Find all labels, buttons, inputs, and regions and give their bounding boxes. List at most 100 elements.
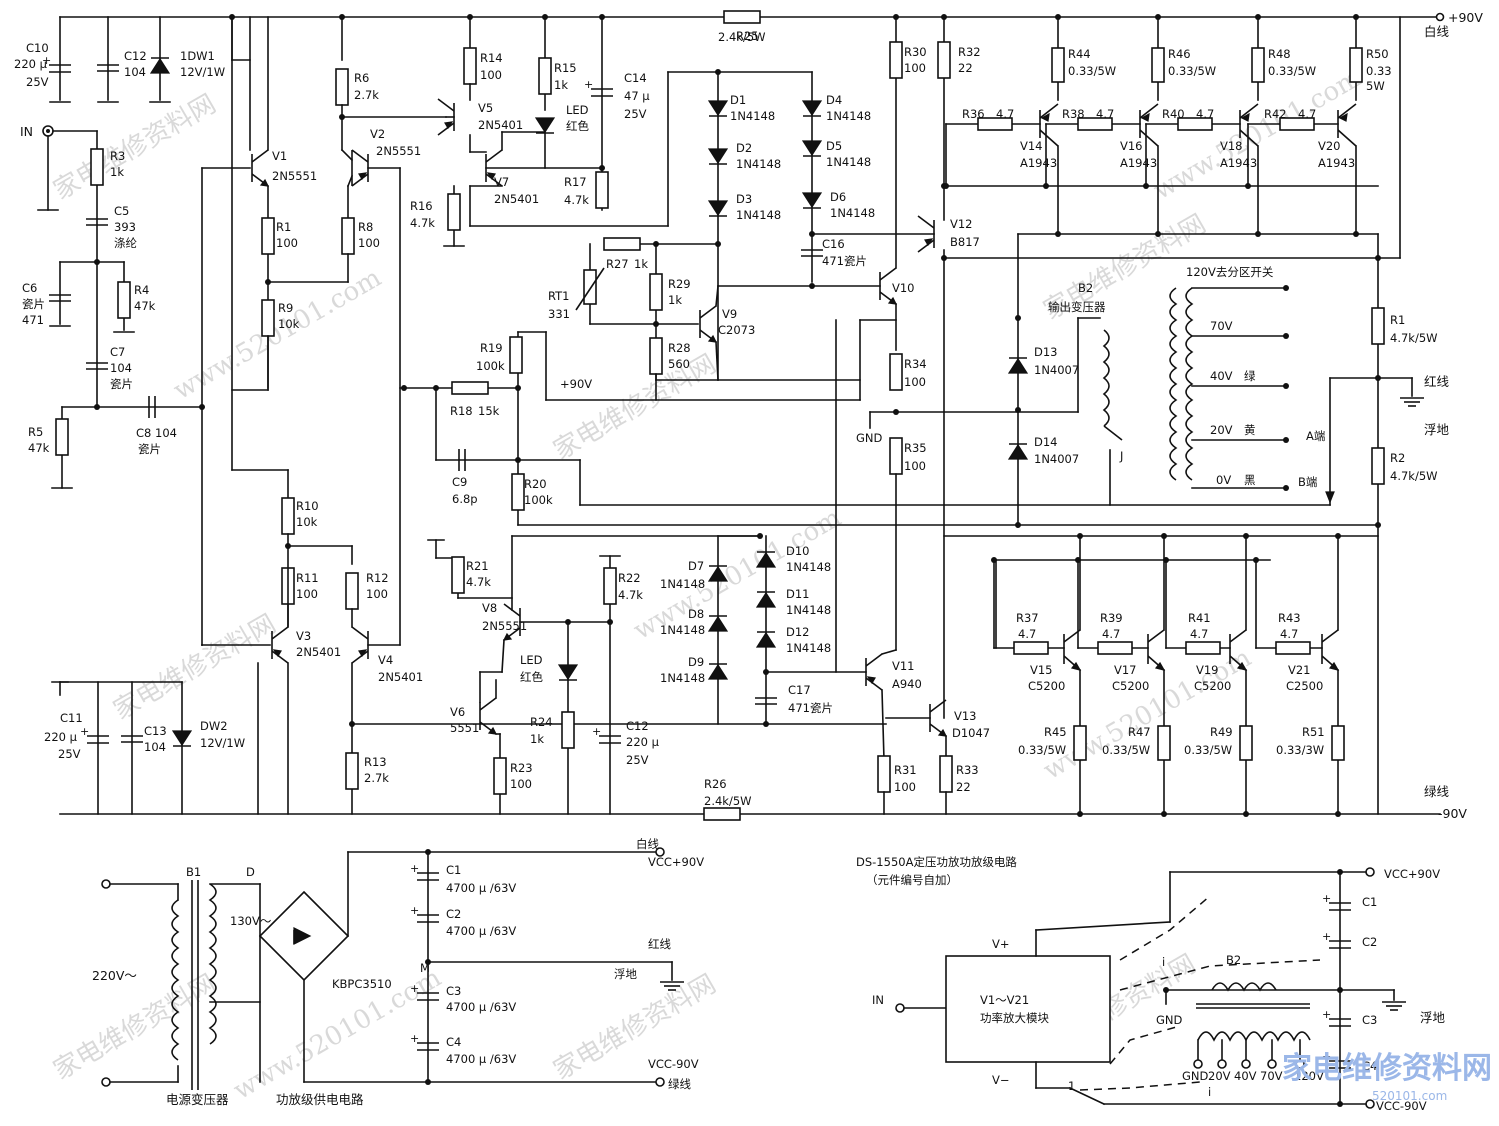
svg-text:C4: C4 (446, 1035, 461, 1049)
svg-text:绿线: 绿线 (668, 1077, 691, 1091)
svg-text:R44: R44 (1068, 47, 1091, 61)
svg-text:R32: R32 (958, 45, 981, 59)
svg-text:100: 100 (358, 236, 380, 250)
svg-text:2N5401: 2N5401 (296, 645, 341, 659)
svg-text:1k: 1k (530, 732, 544, 746)
svg-text:2N5551: 2N5551 (482, 619, 527, 633)
svg-text:V9: V9 (722, 307, 737, 321)
site-logo: 家电维修资料网 520101.com (1282, 1051, 1492, 1103)
svg-text:R22: R22 (618, 571, 641, 585)
svg-text:520101.com: 520101.com (1372, 1089, 1447, 1103)
svg-text:电源变压器: 电源变压器 (166, 1092, 229, 1107)
svg-text:100: 100 (904, 459, 926, 473)
svg-text:B端: B端 (1298, 475, 1317, 489)
svg-text:R40: R40 (1162, 107, 1185, 121)
svg-text:100k: 100k (476, 359, 505, 373)
svg-text:R49: R49 (1210, 725, 1233, 739)
svg-text:0.33/3W: 0.33/3W (1276, 743, 1324, 757)
svg-text:瓷片: 瓷片 (138, 442, 161, 456)
svg-text:5W: 5W (1366, 79, 1385, 93)
svg-text:R47: R47 (1128, 725, 1151, 739)
svg-text:0.33/5W: 0.33/5W (1268, 64, 1316, 78)
svg-text:100k: 100k (524, 493, 553, 507)
svg-text:R20: R20 (524, 477, 547, 491)
emitter-resistor (1157, 725, 1171, 761)
svg-text:B817: B817 (950, 235, 980, 249)
svg-text:D9: D9 (688, 655, 704, 669)
svg-text:4700 μ /63V: 4700 μ /63V (446, 1000, 516, 1014)
svg-text:A1943: A1943 (1318, 156, 1355, 170)
svg-text:i: i (1208, 1085, 1211, 1099)
svg-text:R14: R14 (480, 51, 503, 65)
green-wire-label: 绿线 (1424, 784, 1450, 799)
svg-text:V12: V12 (950, 217, 973, 231)
svg-text:0.33/5W: 0.33/5W (1102, 743, 1150, 757)
svg-text:10k: 10k (296, 515, 318, 529)
svg-text:120V去分区开关: 120V去分区开关 (1186, 265, 1274, 279)
svg-text:V13: V13 (954, 709, 977, 723)
svg-text:V−: V− (992, 1073, 1010, 1087)
svg-text:V6: V6 (450, 705, 465, 719)
svg-text:C5200: C5200 (1194, 679, 1231, 693)
svg-text:R41: R41 (1188, 611, 1211, 625)
svg-text:1: 1 (1068, 1079, 1075, 1093)
svg-text:R1: R1 (276, 220, 291, 234)
svg-text:C12: C12 (124, 49, 147, 63)
svg-text:C5200: C5200 (1112, 679, 1149, 693)
svg-text:40V: 40V (1210, 369, 1233, 383)
svg-text:R31: R31 (894, 763, 917, 777)
svg-text:浮地: 浮地 (614, 967, 637, 981)
svg-text:C2: C2 (1362, 935, 1377, 949)
svg-text:J: J (1119, 449, 1123, 463)
svg-text:2.4k/5W: 2.4k/5W (704, 794, 752, 808)
minus90-label: -90V (1438, 806, 1467, 821)
svg-text:C3: C3 (1362, 1013, 1377, 1027)
svg-text:C8 104: C8 104 (136, 426, 177, 440)
svg-text:25V: 25V (58, 747, 81, 761)
svg-text:1N4148: 1N4148 (660, 577, 705, 591)
svg-text:100: 100 (510, 777, 532, 791)
base-resistor (1185, 641, 1221, 655)
svg-text:家电维修资料网: 家电维修资料网 (49, 89, 222, 206)
svg-text:（元件编号自加）: （元件编号自加） (866, 873, 958, 887)
svg-text:4.7: 4.7 (1102, 627, 1120, 641)
svg-text:D13: D13 (1034, 345, 1058, 359)
svg-text:2N5401: 2N5401 (494, 192, 539, 206)
power-supply: B1 D 220V～ 130V～ 电源变压器 KBPC3510 功放级供电电路 … (92, 837, 704, 1107)
svg-text:1N4148: 1N4148 (786, 603, 831, 617)
svg-text:VCC-90V: VCC-90V (1376, 1099, 1427, 1113)
emitter-resistor (1239, 725, 1253, 761)
svg-text:1k: 1k (554, 78, 568, 92)
svg-text:1N4148: 1N4148 (830, 206, 875, 220)
svg-text:C6: C6 (22, 281, 37, 295)
svg-text:黄: 黄 (1244, 423, 1256, 437)
svg-text:40V: 40V (1234, 1069, 1257, 1083)
svg-text:V8: V8 (482, 601, 497, 615)
svg-text:V15: V15 (1030, 663, 1053, 677)
svg-text:V4: V4 (378, 653, 393, 667)
svg-text:R33: R33 (956, 763, 979, 777)
svg-text:R46: R46 (1168, 47, 1191, 61)
svg-text:瓷片: 瓷片 (22, 297, 45, 311)
svg-text:GND: GND (1182, 1069, 1209, 1083)
svg-text:R36: R36 (962, 107, 985, 121)
svg-text:GND: GND (1156, 1013, 1183, 1027)
svg-text:20V: 20V (1208, 1069, 1231, 1083)
upper-output-array (943, 185, 1401, 259)
svg-text:C1: C1 (1362, 895, 1377, 909)
svg-text:220 μ: 220 μ (14, 57, 48, 71)
svg-text:GND: GND (856, 431, 883, 445)
svg-text:25V: 25V (624, 107, 647, 121)
svg-text:1N4148: 1N4148 (730, 109, 775, 123)
watermark-layer: 家电维修资料网 www.520101.com 家电维修资料网 www.52010… (49, 63, 1367, 1106)
svg-text:2.7k: 2.7k (354, 88, 379, 102)
svg-text:R11: R11 (296, 571, 319, 585)
svg-text:D1047: D1047 (952, 726, 990, 740)
svg-text:D14: D14 (1034, 435, 1058, 449)
svg-text:15k: 15k (478, 404, 500, 418)
